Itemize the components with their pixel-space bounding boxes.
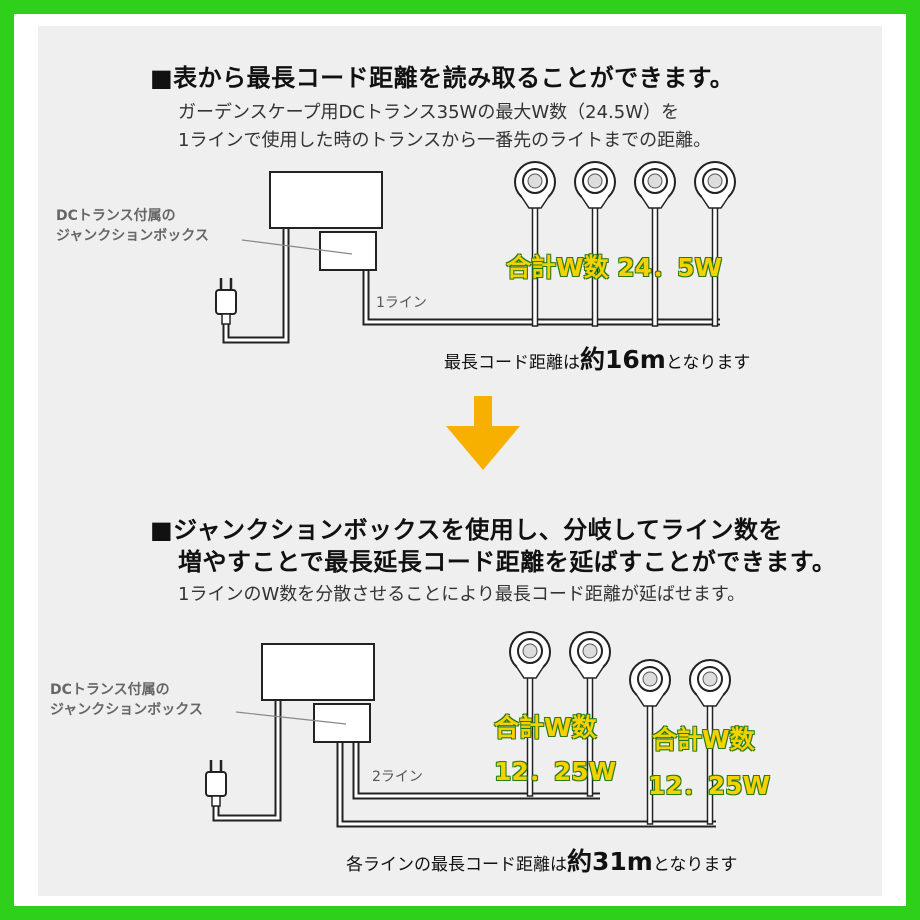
spotlight-icon bbox=[694, 161, 736, 327]
callout-line2: ジャンクションボックス bbox=[56, 228, 209, 244]
caption-value: 31m bbox=[592, 847, 653, 876]
power-plug-icon bbox=[204, 758, 228, 808]
callout-line2: ジャンクションボックス bbox=[50, 702, 203, 718]
caption-value: 16m bbox=[605, 345, 666, 374]
caption-em: 約 bbox=[580, 345, 606, 374]
section1-callout: DCトランス付属の ジャンクションボックス bbox=[56, 206, 209, 246]
section1-sub-line1: ガーデンスケープ用DCトランス35Wの最大W数（24.5W）を bbox=[178, 102, 680, 123]
section2-watt-a-label: 合計W数 bbox=[494, 713, 597, 742]
caption-suffix: となります bbox=[665, 353, 751, 373]
callout-line1: DCトランス付属の bbox=[50, 682, 170, 698]
section2-heading-line2: 増やすことで最長延長コード距離を延ばすことができます。 bbox=[178, 548, 837, 576]
power-plug-icon bbox=[214, 276, 238, 326]
section1-diagram bbox=[214, 161, 736, 344]
section1-heading: ■表から最長コード距離を読み取ることができます。 bbox=[150, 64, 735, 92]
transformer-icon bbox=[261, 643, 375, 701]
section1-caption: 最長コード距離は約16mとなります bbox=[444, 340, 750, 376]
section1-watt-label: 合計W数 24．5W bbox=[506, 253, 723, 282]
section2-watt-b-label: 合計W数 bbox=[652, 725, 755, 754]
callout-line1: DCトランス付属の bbox=[56, 208, 176, 224]
section2-caption: 各ラインの最長コード距離は約31mとなります bbox=[346, 842, 737, 878]
section1-sub-line2: 1ラインで使用した時のトランスから一番先のライトまでの距離。 bbox=[178, 130, 712, 151]
section2-heading-line1: ■ジャンクションボックスを使用し、分岐してライン数を bbox=[150, 516, 784, 544]
section1-line-label: 1ライン bbox=[376, 295, 427, 311]
spotlight-icon bbox=[634, 161, 676, 327]
caption-suffix: となります bbox=[652, 855, 738, 875]
section2-callout: DCトランス付属の ジャンクションボックス bbox=[50, 680, 203, 720]
section2-diagram bbox=[204, 631, 731, 828]
down-arrow-icon bbox=[446, 396, 520, 470]
spotlight-icon bbox=[514, 161, 556, 327]
section2-line-label: 2ライン bbox=[372, 769, 423, 785]
caption-prefix: 各ラインの最長コード距離は bbox=[346, 855, 567, 875]
section2-watt-b-value: 12．25W bbox=[648, 771, 771, 800]
content-panel bbox=[38, 26, 882, 896]
caption-prefix: 最長コード距離は bbox=[444, 353, 580, 373]
section2-watt-a-value: 12．25W bbox=[494, 757, 617, 786]
section2-sub-line1: 1ラインのW数を分散させることにより最長コード距離が延ばせます。 bbox=[178, 584, 746, 605]
spotlight-icon bbox=[574, 161, 616, 327]
transformer-icon bbox=[269, 171, 383, 229]
caption-em: 約 bbox=[567, 847, 593, 876]
